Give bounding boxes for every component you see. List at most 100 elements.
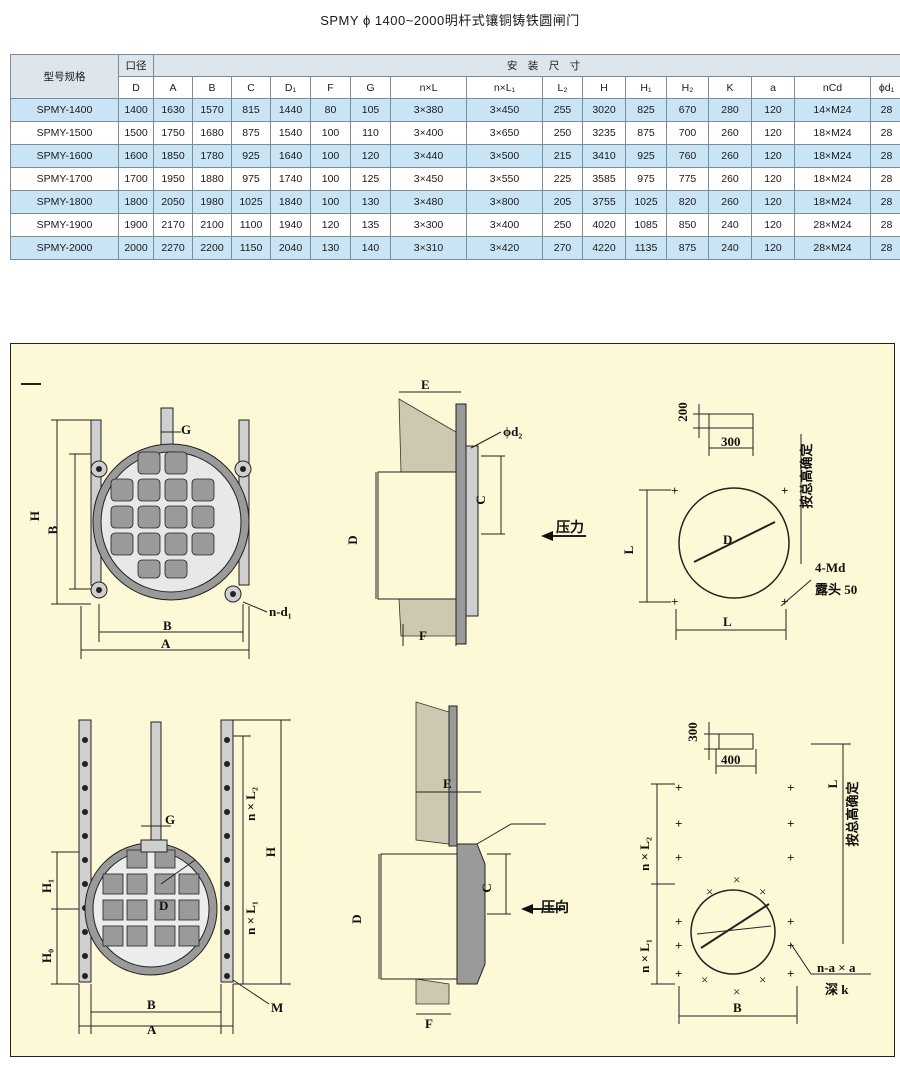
- table-cell: 3755: [582, 190, 626, 214]
- table-cell: 215: [542, 144, 583, 168]
- label-total-height-bottom: 按总高确定: [845, 781, 860, 846]
- svg-text:+: +: [787, 966, 794, 981]
- table-cell: 3×650: [466, 121, 543, 145]
- table-cell: 130: [310, 236, 351, 260]
- table-cell: 820: [666, 190, 709, 214]
- table-cell: 1025: [625, 190, 667, 214]
- label-pressure: 压力: [556, 519, 584, 536]
- table-cell: 3×400: [390, 121, 467, 145]
- label-L-horizontal: L: [723, 614, 732, 629]
- table-cell: 700: [666, 121, 709, 145]
- table-cell: 255: [542, 98, 583, 122]
- table-cell: 2100: [192, 213, 232, 237]
- label-A: A: [161, 636, 171, 651]
- svg-text:×: ×: [733, 872, 740, 887]
- table-cell: 3×400: [466, 213, 543, 237]
- label-300: 300: [721, 434, 741, 449]
- table-cell: 775: [666, 167, 709, 191]
- anchor-cross-1: +: [671, 483, 678, 498]
- table-cell: 28: [870, 190, 900, 214]
- table-cell: 3×550: [466, 167, 543, 191]
- table-cell: 1950: [153, 167, 193, 191]
- label-n-d1: n-d₁: [269, 604, 292, 619]
- table-cell: 100: [310, 144, 351, 168]
- table-cell: 28×M24: [794, 236, 871, 260]
- column-header: ϕd₁: [870, 76, 900, 99]
- label-F: F: [419, 628, 427, 643]
- svg-text:×: ×: [706, 884, 713, 899]
- svg-text:×: ×: [759, 972, 766, 987]
- model-cell: SPMY-1800: [10, 190, 119, 214]
- table-cell: 100: [310, 190, 351, 214]
- anchor-plan-bottom: 300 400 L 按总高确定 +++ +++ +++ +++ ×× ×× ××: [637, 722, 871, 1024]
- label-n-L1-plan: n × L₁: [637, 939, 652, 973]
- label-B-plan: B: [733, 1000, 742, 1015]
- label-M: M: [271, 1000, 283, 1015]
- svg-text:×: ×: [733, 984, 740, 999]
- page-title: SPMY ϕ 1400~2000明杆式镶铜铸铁圆闸门: [320, 13, 580, 28]
- table-cell: 28: [870, 144, 900, 168]
- column-header: D₁: [270, 76, 311, 99]
- label-200: 200: [675, 402, 690, 422]
- table-cell: 3×300: [390, 213, 467, 237]
- label-depth-k: 深 k: [825, 982, 849, 997]
- label-E-bottom: E: [443, 776, 452, 791]
- label-D-front: D: [159, 898, 168, 913]
- column-header: n×L₁: [466, 76, 543, 99]
- table-cell: 28: [870, 167, 900, 191]
- table-cell: 2200: [192, 236, 232, 260]
- label-n-a-a: n-a × a: [817, 960, 856, 975]
- table-cell: 1600: [118, 144, 154, 168]
- column-header: F: [310, 76, 351, 99]
- table-cell: 120: [751, 167, 795, 191]
- table-cell: 4020: [582, 213, 626, 237]
- table-cell: 240: [708, 213, 752, 237]
- table-cell: 2040: [270, 236, 311, 260]
- column-header: D: [118, 76, 154, 99]
- table-cell: 1540: [270, 121, 311, 145]
- table-cell: 3×380: [390, 98, 467, 122]
- table-cell: 975: [625, 167, 667, 191]
- table-cell: 875: [666, 236, 709, 260]
- table-cell: 1980: [192, 190, 232, 214]
- table-cell: 670: [666, 98, 709, 122]
- table-cell: 1500: [118, 121, 154, 145]
- table-cell: 135: [350, 213, 391, 237]
- model-cell: SPMY-1400: [10, 98, 119, 122]
- label-B-bottom: B: [163, 618, 172, 633]
- column-header: K: [708, 76, 752, 99]
- table-cell: 4220: [582, 236, 626, 260]
- svg-text:+: +: [675, 816, 682, 831]
- column-header: a: [751, 76, 795, 99]
- table-cell: 1700: [118, 167, 154, 191]
- model-cell: SPMY-1900: [10, 213, 119, 237]
- svg-text:+: +: [787, 816, 794, 831]
- table-header-row-1: 型号规格 口径 安 装 尺 寸: [10, 54, 900, 99]
- label-total-height: 按总高确定: [799, 443, 814, 508]
- table-cell: 3410: [582, 144, 626, 168]
- table-cell: 1640: [270, 144, 311, 168]
- svg-text:+: +: [675, 938, 682, 953]
- table-cell: 120: [751, 144, 795, 168]
- table-cell: 270: [542, 236, 583, 260]
- label-A-front: A: [147, 1022, 157, 1037]
- table-cell: 1440: [270, 98, 311, 122]
- table-cell: 140: [350, 236, 391, 260]
- table-cell: 1085: [625, 213, 667, 237]
- label-G: G: [181, 422, 191, 437]
- table-cell: 3×310: [390, 236, 467, 260]
- column-header: n×L: [390, 76, 467, 99]
- column-header: B: [192, 76, 232, 99]
- table-cell: 80: [310, 98, 351, 122]
- column-header: H₂: [666, 76, 709, 99]
- table-cell: 3×450: [390, 167, 467, 191]
- label-4-md: 4-Md: [815, 560, 846, 575]
- table-cell: 280: [708, 98, 752, 122]
- column-header: H₁: [625, 76, 667, 99]
- column-header: H: [582, 76, 626, 99]
- table-cell: 1150: [231, 236, 271, 260]
- table-cell: 1680: [192, 121, 232, 145]
